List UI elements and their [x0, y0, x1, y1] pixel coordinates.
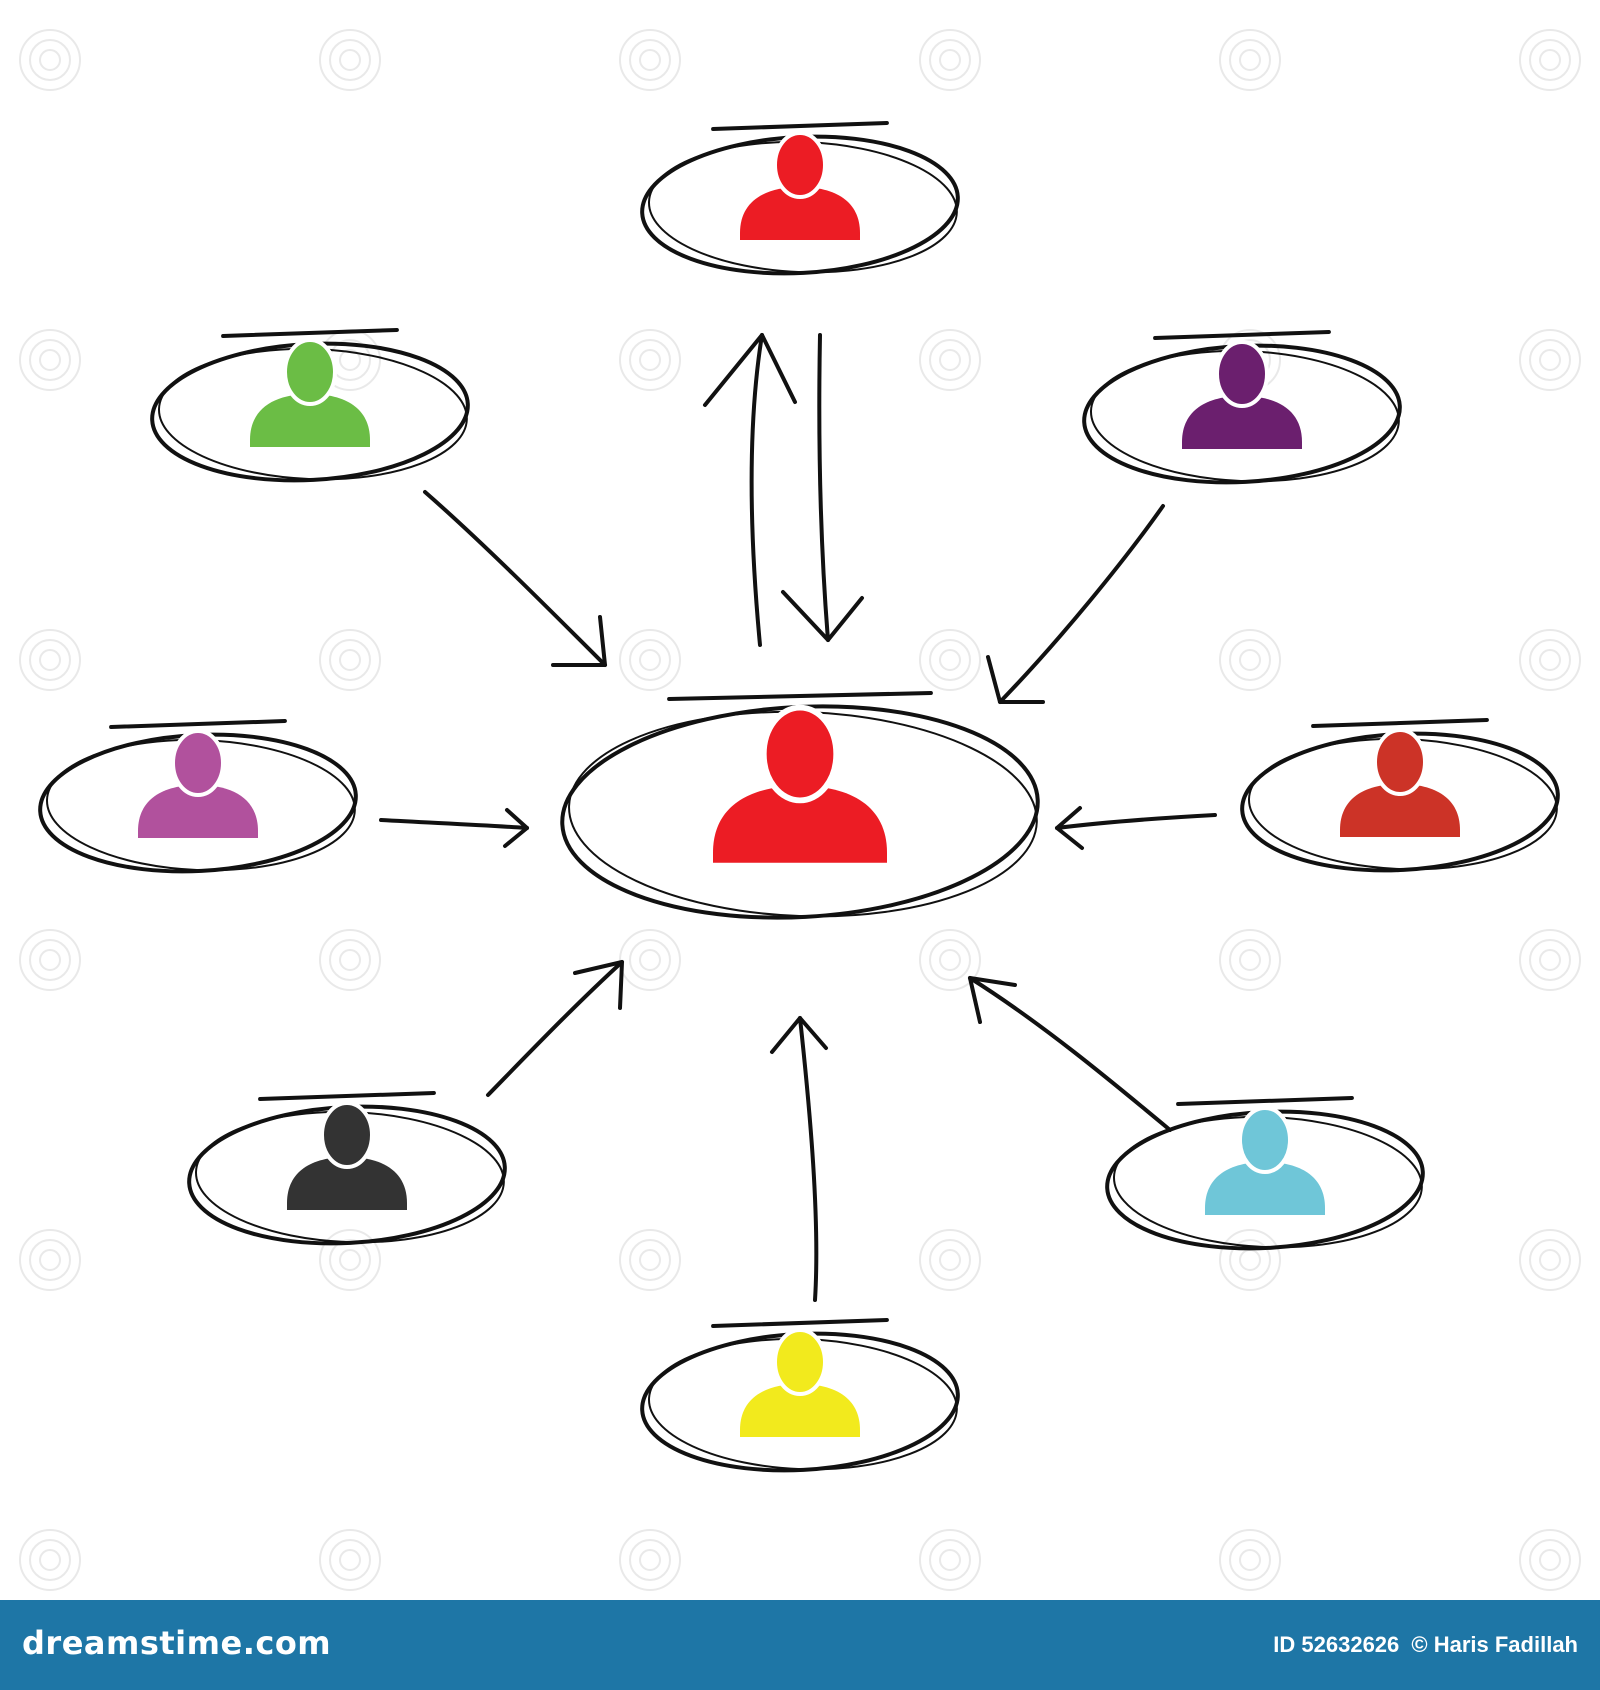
node-left — [38, 719, 358, 874]
person-body — [740, 1384, 860, 1437]
person-head — [171, 729, 225, 797]
person-body — [250, 394, 370, 447]
network-diagram — [0, 0, 1600, 1600]
person-head — [1238, 1106, 1292, 1174]
person-icon — [287, 1101, 407, 1210]
arrow-from-lower-right-node — [968, 976, 1172, 1132]
footer-bar: dreamstime.com ID 52632626 © Haris Fadil… — [0, 1600, 1600, 1690]
image-credit: ID 52632626 © Haris Fadillah — [1273, 1632, 1578, 1658]
person-head — [760, 704, 840, 804]
person-body — [1182, 396, 1302, 449]
person-body — [1340, 784, 1460, 837]
node-top — [640, 121, 960, 276]
arrow-from-left-node — [379, 808, 529, 848]
node-lower-left — [187, 1091, 507, 1246]
connection-arrows — [379, 333, 1217, 1302]
node-sketch-tick — [1311, 718, 1489, 728]
person-icon — [1205, 1106, 1325, 1215]
arrow-from-right-node — [1055, 806, 1217, 850]
image-id: ID 52632626 — [1273, 1632, 1400, 1657]
person-icon — [740, 131, 860, 240]
node-sketch-tick — [221, 328, 399, 338]
arrow-from-top-node — [781, 333, 864, 642]
node-sketch-tick — [1176, 1096, 1354, 1106]
node-lower-right — [1105, 1096, 1425, 1251]
person-body — [138, 785, 258, 838]
node-right — [1240, 718, 1560, 873]
node-central — [560, 691, 1040, 920]
copyright-text: © Haris Fadillah — [1411, 1632, 1578, 1657]
node-sketch-tick — [1153, 330, 1331, 340]
person-body — [740, 187, 860, 240]
person-body — [1205, 1162, 1325, 1215]
arrow-from-upper-right-node — [986, 504, 1165, 704]
node-sketch-tick — [109, 719, 287, 729]
node-bottom — [640, 1318, 960, 1473]
person-icon — [740, 1328, 860, 1437]
node-upper-left — [150, 328, 470, 483]
node-upper-right — [1082, 330, 1402, 485]
person-icon — [1340, 728, 1460, 837]
arrow-to-top-node — [703, 333, 797, 647]
node-sketch-tick — [667, 691, 933, 701]
person-head — [320, 1101, 374, 1169]
person-head — [773, 1328, 827, 1396]
node-sketch-tick — [711, 121, 889, 131]
node-sketch-tick — [711, 1318, 889, 1328]
person-head — [283, 338, 337, 406]
dreamstime-logo: dreamstime.com — [22, 1624, 332, 1662]
node-sketch-tick — [258, 1091, 436, 1101]
person-body — [287, 1157, 407, 1210]
person-icon — [250, 338, 370, 447]
person-head — [1373, 728, 1427, 796]
arrow-from-upper-left-node — [423, 490, 607, 667]
person-head — [773, 131, 827, 199]
person-icon — [1182, 340, 1302, 449]
person-icon — [138, 729, 258, 838]
arrow-from-lower-left-node — [486, 960, 624, 1097]
arrow-from-bottom-node — [770, 1016, 828, 1302]
person-head — [1215, 340, 1269, 408]
person-icon — [713, 704, 887, 863]
person-body — [713, 785, 887, 863]
